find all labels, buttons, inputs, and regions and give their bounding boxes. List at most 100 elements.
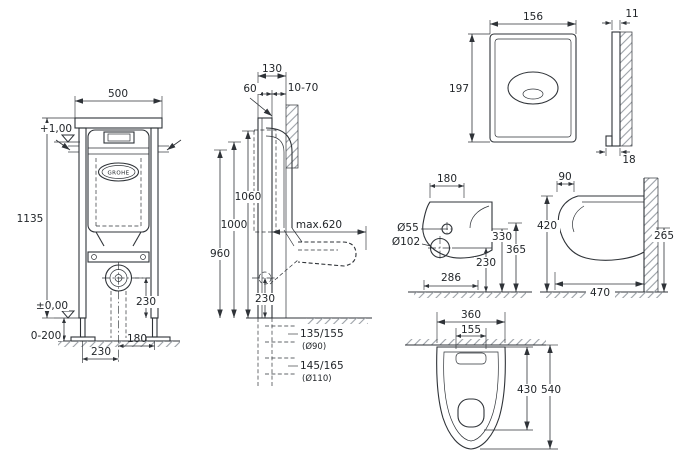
- right-foot: [151, 317, 158, 338]
- dim-label-156: 156: [523, 11, 543, 23]
- left-foot-plate: [70, 336, 96, 342]
- outlet-assembly: [87, 251, 150, 362]
- dim-mount-depth: 286: [423, 272, 479, 290]
- wc-mount-body: [422, 201, 493, 259]
- frame-right-rail: [150, 127, 159, 319]
- wc-bowl-dashed-outline: [252, 241, 357, 285]
- dim-max-depth: max.620: [272, 219, 367, 250]
- dim-label-11: 11: [625, 8, 638, 20]
- dim-plate-width: 156: [489, 11, 577, 34]
- dim-label-430: 430: [517, 384, 537, 396]
- drain-label-135-155: 135/155: [300, 328, 344, 340]
- dim-top-depths: 430 540: [480, 344, 565, 450]
- dim-profile-470: 470: [554, 272, 644, 299]
- dim-top-155: 155: [455, 324, 487, 349]
- dim-label-18: 18: [622, 154, 635, 166]
- mounting-bracket: [87, 251, 150, 263]
- bracket-bolt-right: [140, 254, 146, 260]
- plate-profile: [611, 31, 621, 147]
- dim-hole-spacing: 180: [429, 173, 465, 198]
- dim-frame-height: 1135 +1,00 ±0,00: [17, 117, 75, 319]
- dim-label-286: 286: [441, 272, 461, 284]
- flush-button-small: [522, 88, 544, 100]
- cistern-body: [87, 129, 150, 233]
- plate-wall-hatch: [620, 32, 632, 146]
- frame-side-view: 130 60 10-70 1060 1000 960 max.620: [208, 63, 372, 386]
- dim-label-960: 960: [210, 248, 230, 260]
- dim-label-365: 365: [506, 244, 526, 256]
- drain-label-d90: (Ø90): [302, 341, 326, 352]
- cistern: GROHE: [87, 129, 150, 247]
- plate-bottom-clip: [605, 135, 613, 147]
- wc-top-outer: [436, 346, 506, 450]
- right-foot-plate: [145, 336, 171, 342]
- flush-button-large: [507, 71, 559, 105]
- dim-profile-265: 265: [652, 227, 677, 292]
- dim-label-1060: 1060: [235, 191, 262, 203]
- frame-top-crossbar: [74, 117, 163, 129]
- wc-top-view: 360 155 430 540: [405, 309, 565, 450]
- dia-label-55: Ø55: [397, 222, 419, 234]
- grohe-brand-text: GROHE: [107, 171, 129, 177]
- level-markers: [54, 134, 80, 319]
- dim-profile-420: 420: [534, 195, 560, 292]
- drain-pipes: [257, 318, 298, 386]
- flush-opening: [455, 352, 487, 365]
- dim-label-230-wc: 230: [476, 257, 496, 269]
- frame-front-view: GROHE: [17, 88, 182, 363]
- dim-label-230-side: 230: [255, 293, 275, 305]
- floor-hatch-side: [306, 318, 368, 324]
- dim-plate-bottom-depth: 18: [596, 148, 636, 166]
- dim-label-265: 265: [654, 230, 674, 242]
- level-label-floor: ±0,00: [36, 300, 68, 312]
- dim-profile-90: 90: [556, 171, 575, 192]
- dim-label-470: 470: [590, 287, 610, 299]
- grohe-logo-oval: [97, 162, 140, 182]
- dim-outlet-height-front: 230: [133, 277, 159, 318]
- flush-plate-side-view: 11 18: [596, 8, 639, 166]
- cistern-depth-outline: [253, 129, 277, 233]
- dim-label-180-wc: 180: [437, 173, 457, 185]
- drain-label-145-165: 145/165: [300, 360, 344, 372]
- dim-outlet-offsets: 180 230: [82, 333, 155, 363]
- wall-hatch-profile: [644, 178, 658, 292]
- dim-label-max620: max.620: [296, 219, 342, 231]
- wc-top-inner-bowl: [457, 398, 485, 428]
- dia-label-102: Ø102: [392, 236, 420, 248]
- dim-label-420: 420: [537, 220, 557, 232]
- dim-label-60: 60: [243, 83, 256, 95]
- drain-label-d110: (Ø110): [302, 373, 332, 384]
- wall-hatch-top: [405, 339, 546, 345]
- dim-feet-range: 0-200: [29, 318, 66, 342]
- dim-label-180: 180: [127, 333, 147, 345]
- bracket-bolt-left: [91, 254, 97, 260]
- dim-label-540: 540: [541, 384, 561, 396]
- wc-top-rim: [443, 351, 499, 442]
- floor-hatch-mount: [414, 292, 526, 298]
- bracket-arrow-right: [166, 139, 182, 151]
- dim-label-500: 500: [108, 88, 128, 100]
- drain-labels: 135/155 (Ø90) 145/165 (Ø110): [300, 328, 344, 384]
- dim-plate-height: 197: [449, 33, 490, 143]
- flush-actuator-box: [103, 131, 135, 144]
- wc-profile-view: 90 420 265 470: [534, 171, 677, 299]
- dim-heights: 1060 1000 960: [208, 130, 262, 318]
- wall-hatch: [286, 105, 298, 168]
- dim-label-360: 360: [461, 309, 481, 321]
- dim-label-0-200: 0-200: [31, 330, 62, 342]
- frame-left-rail: [78, 127, 87, 319]
- dim-mount-heights: 330 365 230: [452, 222, 528, 292]
- feet: [58, 317, 180, 347]
- level-triangle-floor: [60, 310, 76, 319]
- left-foot: [79, 317, 86, 338]
- dim-outlet-height-side: 230: [252, 278, 278, 318]
- dim-label-10-70: 10-70: [288, 82, 319, 94]
- wc-mount-view: Ø55 Ø102 180 330 365 230 286: [392, 173, 532, 298]
- level-label-top: +1,00: [40, 123, 72, 135]
- dim-frame-width: 500: [74, 88, 163, 118]
- dim-top-360: 360: [436, 309, 506, 343]
- dim-label-230-front: 230: [136, 296, 156, 308]
- dim-plate-depth: 11: [602, 8, 639, 30]
